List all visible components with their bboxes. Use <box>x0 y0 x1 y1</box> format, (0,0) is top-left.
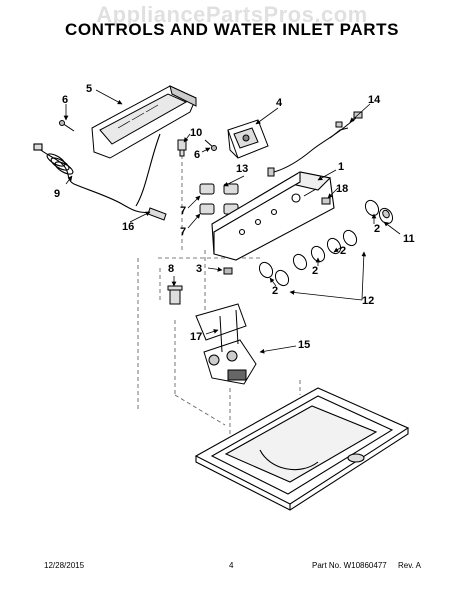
screw-part-6-left <box>59 120 75 132</box>
callout-12: 12 <box>362 295 374 307</box>
callout-13: 13 <box>236 163 248 175</box>
callout-1: 1 <box>338 161 344 173</box>
callout-5: 5 <box>86 83 92 95</box>
footer-page-number: 4 <box>229 561 234 570</box>
footer-revision: Rev. A <box>398 561 421 570</box>
callout-14: 14 <box>368 94 381 106</box>
washer-cabinet-top <box>194 387 410 511</box>
callout-16: 16 <box>122 221 134 233</box>
callout-17: 17 <box>190 331 202 343</box>
callout-6-left: 6 <box>62 94 68 106</box>
callout-11: 11 <box>403 233 415 245</box>
cord-clamp <box>147 207 167 221</box>
screw-part-6-right <box>204 139 217 151</box>
callout-3: 3 <box>196 263 202 275</box>
knobs-right-cluster <box>364 199 394 225</box>
callout-2-right: 2 <box>374 223 380 235</box>
callout-2-left: 2 <box>272 285 278 297</box>
callout-4: 4 <box>276 97 283 109</box>
assembly-guide-lines <box>137 148 301 440</box>
control-board <box>227 119 269 159</box>
wire-harness <box>267 111 363 177</box>
control-console <box>211 171 335 261</box>
callout-7-top: 7 <box>180 205 186 217</box>
leader-lines <box>63 89 401 354</box>
watermark-text: AppliancePartsPros.com <box>96 2 368 27</box>
footer-date: 12/28/2015 <box>44 561 85 570</box>
callout-15: 15 <box>298 339 310 351</box>
water-valve-assembly <box>195 303 257 385</box>
callout-8: 8 <box>168 263 174 275</box>
power-cord <box>33 133 161 214</box>
console-clip <box>321 197 331 205</box>
callout-2-mid-right: 2 <box>340 245 346 257</box>
page-title: CONTROLS AND WATER INLET PARTS <box>64 20 400 39</box>
screw-part-3 <box>223 267 233 275</box>
footer-part-number: Part No. W10860477 <box>312 561 387 570</box>
callout-6-right: 6 <box>194 149 200 161</box>
water-inlet-fitting <box>167 285 183 305</box>
callout-2-mid: 2 <box>312 265 318 277</box>
switch-assemblies <box>199 183 239 215</box>
strain-relief <box>177 139 187 157</box>
callout-labels: 5 6 4 14 10 6 1 18 13 7 7 9 16 2 11 2 2 … <box>54 83 415 351</box>
console-rear-panel <box>91 85 197 159</box>
callout-7-bottom: 7 <box>180 226 186 238</box>
callout-18: 18 <box>336 183 348 195</box>
callout-10: 10 <box>190 127 202 139</box>
callout-9: 9 <box>54 188 60 200</box>
